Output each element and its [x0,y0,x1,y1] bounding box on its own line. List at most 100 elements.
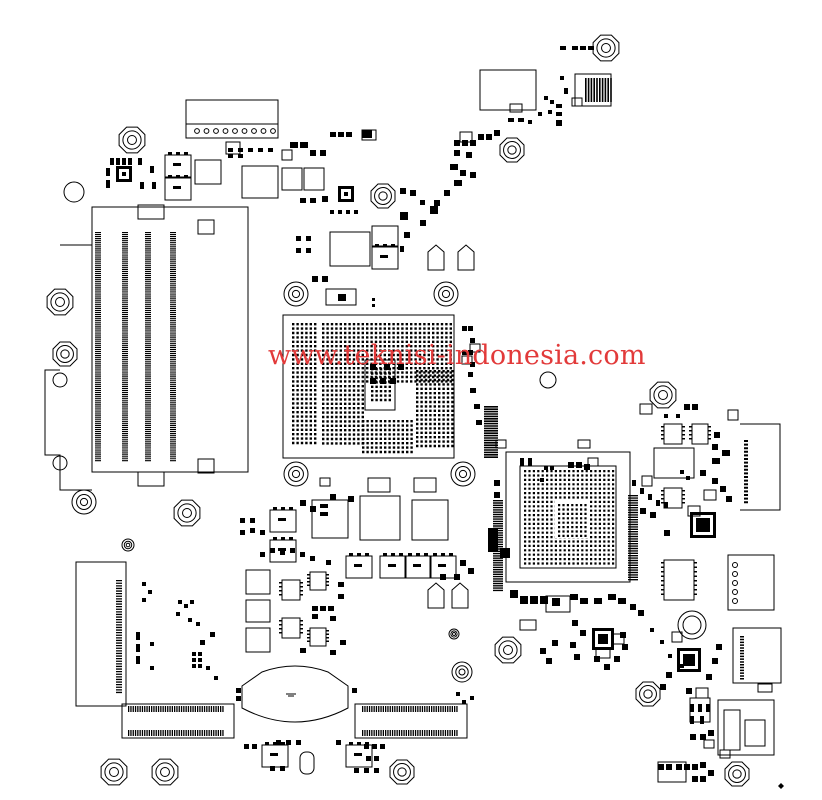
component-outline [727,409,739,421]
smd-component [550,100,554,104]
smd-component [494,480,500,486]
smd-component [462,140,468,146]
smd-component [454,140,460,146]
vrm-cap-2 [413,477,437,493]
smd-component [178,600,182,604]
smd-component [656,500,660,506]
smd-component [336,740,341,745]
component-outline [595,647,611,659]
cpu-center-block [364,359,396,411]
component-outline [225,141,241,155]
smd-component [572,620,578,626]
smd-component [420,200,425,205]
cpu-pad-array-right [416,370,454,448]
smd-component [680,664,684,668]
cpu-pad-array-top [322,323,452,383]
smd-component [564,88,568,94]
smd-component [372,744,377,749]
smd-component [722,450,730,456]
spring-clip-3 [427,582,445,609]
smd-component [140,182,144,189]
smd-component [726,496,732,502]
smd-component [273,742,277,745]
smd-component [540,648,546,654]
smd-component [520,596,528,604]
smd-component [462,350,467,355]
smd-component [588,46,594,50]
smd-component [106,180,110,188]
smd-component [676,764,682,770]
lan-magnetics [723,709,741,751]
smd-component [184,152,188,155]
smd-component [546,658,552,664]
standoff-mid-top [370,183,396,209]
smd-component [454,574,460,580]
smd-component [632,480,636,486]
smd-component [280,766,285,771]
minipcie-slot-left [75,561,127,707]
smd-component [198,652,202,656]
bottom-connector-right [354,703,468,739]
sodimm-slot-outline [91,206,249,473]
smd-component [281,507,285,510]
smd-component [668,654,672,658]
component-outline [281,149,293,161]
smd-component [712,458,720,464]
smd-component [438,564,446,567]
smd-component [310,198,316,203]
smd-component [574,654,580,660]
cpu-pad-array-mid [322,385,364,445]
smd-component [684,764,690,770]
smd-component [150,666,154,670]
smd-component [594,598,602,604]
pad-grid [371,368,391,402]
smd-component [330,132,336,137]
ic-low-1 [281,579,301,601]
smd-component [620,632,626,638]
right-io-lan [717,699,775,756]
smd-component [706,704,710,712]
component-outline [459,131,473,143]
smd-component [330,210,334,214]
smd-component [244,744,249,749]
standoff-bottom-2 [151,758,179,786]
smd-component [450,164,458,170]
smd-component [320,606,326,611]
dimm-pins-3 [145,232,151,462]
smd-component [658,764,664,770]
smd-component [552,640,558,646]
smd-component [614,656,620,662]
mounting-hole-cpu-3 [283,461,309,487]
smd-component [548,110,552,114]
smd-component [290,142,298,148]
standoff-top-left [118,126,146,154]
smd-component [281,742,285,745]
chipset-balls [524,470,615,565]
smd-component [357,742,361,745]
smd-component [398,364,404,370]
pad-grid [558,504,587,537]
smd-component [338,210,342,214]
card-slot-pins [585,78,612,102]
vrm-inductor-3 [411,499,449,541]
smd-component [330,616,336,621]
spring-clip-1 [427,244,445,271]
right-io-hdmi [732,627,782,684]
dimm-pins-1 [95,232,101,462]
smd-component [664,414,668,418]
smd-component [300,648,306,653]
smd-component [346,210,350,214]
smd-component [176,152,180,155]
smd-component [556,112,562,116]
smd-component [265,742,269,745]
smd-component [572,46,578,50]
smd-component [391,553,395,556]
coin-cell-right [677,610,707,640]
connector-pins-left-bottom [128,730,224,736]
ic-right-small-3 [663,423,683,445]
smd-component [192,652,196,656]
smd-component [152,182,156,189]
component-outline [571,97,583,107]
smd-component [338,582,344,587]
mosfet-top-4 [303,167,325,191]
